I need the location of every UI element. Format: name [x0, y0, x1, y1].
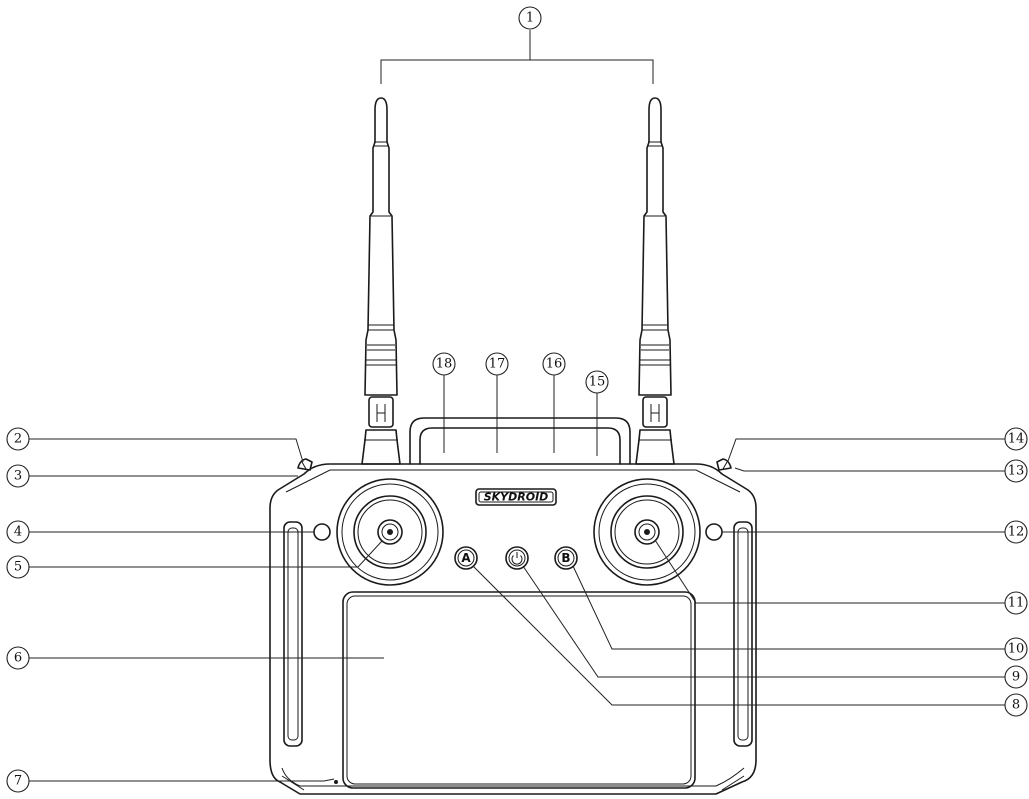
- power-button[interactable]: [505, 546, 529, 570]
- b-button[interactable]: B: [554, 546, 578, 570]
- callout-14: 14: [1004, 427, 1028, 451]
- svg-text:18: 18: [436, 357, 453, 372]
- brand-logo-text: SKYDROID: [484, 491, 549, 504]
- controller-body: [269, 463, 757, 795]
- svg-text:3: 3: [14, 469, 22, 484]
- svg-text:4: 4: [14, 525, 22, 540]
- svg-text:13: 13: [1008, 464, 1025, 479]
- svg-text:10: 10: [1008, 642, 1025, 657]
- power-icon: [511, 552, 523, 565]
- leader-lines: [29, 375, 1006, 782]
- svg-text:6: 6: [14, 651, 22, 666]
- svg-text:16: 16: [546, 357, 563, 372]
- svg-text:1: 1: [526, 11, 534, 26]
- callout-12: 12: [1004, 520, 1028, 544]
- callout-13: 13: [1004, 459, 1028, 483]
- carry-handle: [409, 417, 631, 465]
- callout-10: 10: [1004, 637, 1028, 661]
- callout-9: 9: [1004, 665, 1028, 689]
- callout-1: 1: [518, 6, 542, 30]
- left-grip: [283, 521, 303, 747]
- right-joystick[interactable]: [593, 478, 701, 586]
- svg-text:12: 12: [1008, 525, 1025, 540]
- callout-3: 3: [6, 464, 30, 488]
- svg-text:5: 5: [14, 560, 22, 575]
- callout-8: 8: [1004, 693, 1028, 717]
- touch-screen[interactable]: [342, 591, 696, 789]
- svg-text:14: 14: [1008, 432, 1025, 447]
- callout-15: 15: [585, 370, 609, 394]
- callout-16: 16: [542, 352, 566, 376]
- right-shoulder-wheel: [716, 458, 732, 471]
- right-custom-button[interactable]: [705, 523, 723, 541]
- antenna-bracket: [380, 30, 654, 84]
- b-button-label: B: [561, 551, 570, 565]
- svg-text:9: 9: [1012, 670, 1020, 685]
- callout-4: 4: [6, 520, 30, 544]
- callout-2: 2: [6, 427, 30, 451]
- right-antenna: [635, 97, 675, 465]
- callouts: 1 2 3 4 5 6 7 8 9 10 11 12 13 14 15 16 1…: [6, 6, 1028, 793]
- left-joystick[interactable]: [336, 478, 444, 586]
- callout-18: 18: [432, 352, 456, 376]
- svg-text:11: 11: [1008, 596, 1025, 611]
- svg-text:15: 15: [589, 375, 606, 390]
- brand-logo: SKYDROID: [475, 488, 557, 506]
- left-antenna: [361, 97, 401, 465]
- right-grip: [733, 521, 753, 747]
- callout-11: 11: [1004, 591, 1028, 615]
- a-button[interactable]: A: [454, 546, 478, 570]
- callout-17: 17: [485, 352, 509, 376]
- callout-5: 5: [6, 555, 30, 579]
- svg-text:8: 8: [1012, 698, 1020, 713]
- svg-text:7: 7: [14, 774, 22, 789]
- callout-6: 6: [6, 646, 30, 670]
- svg-text:17: 17: [489, 357, 506, 372]
- svg-text:2: 2: [14, 432, 22, 447]
- a-button-label: A: [461, 551, 471, 565]
- microphone-hole: [334, 780, 338, 784]
- left-custom-button[interactable]: [313, 523, 331, 541]
- callout-7: 7: [6, 769, 30, 793]
